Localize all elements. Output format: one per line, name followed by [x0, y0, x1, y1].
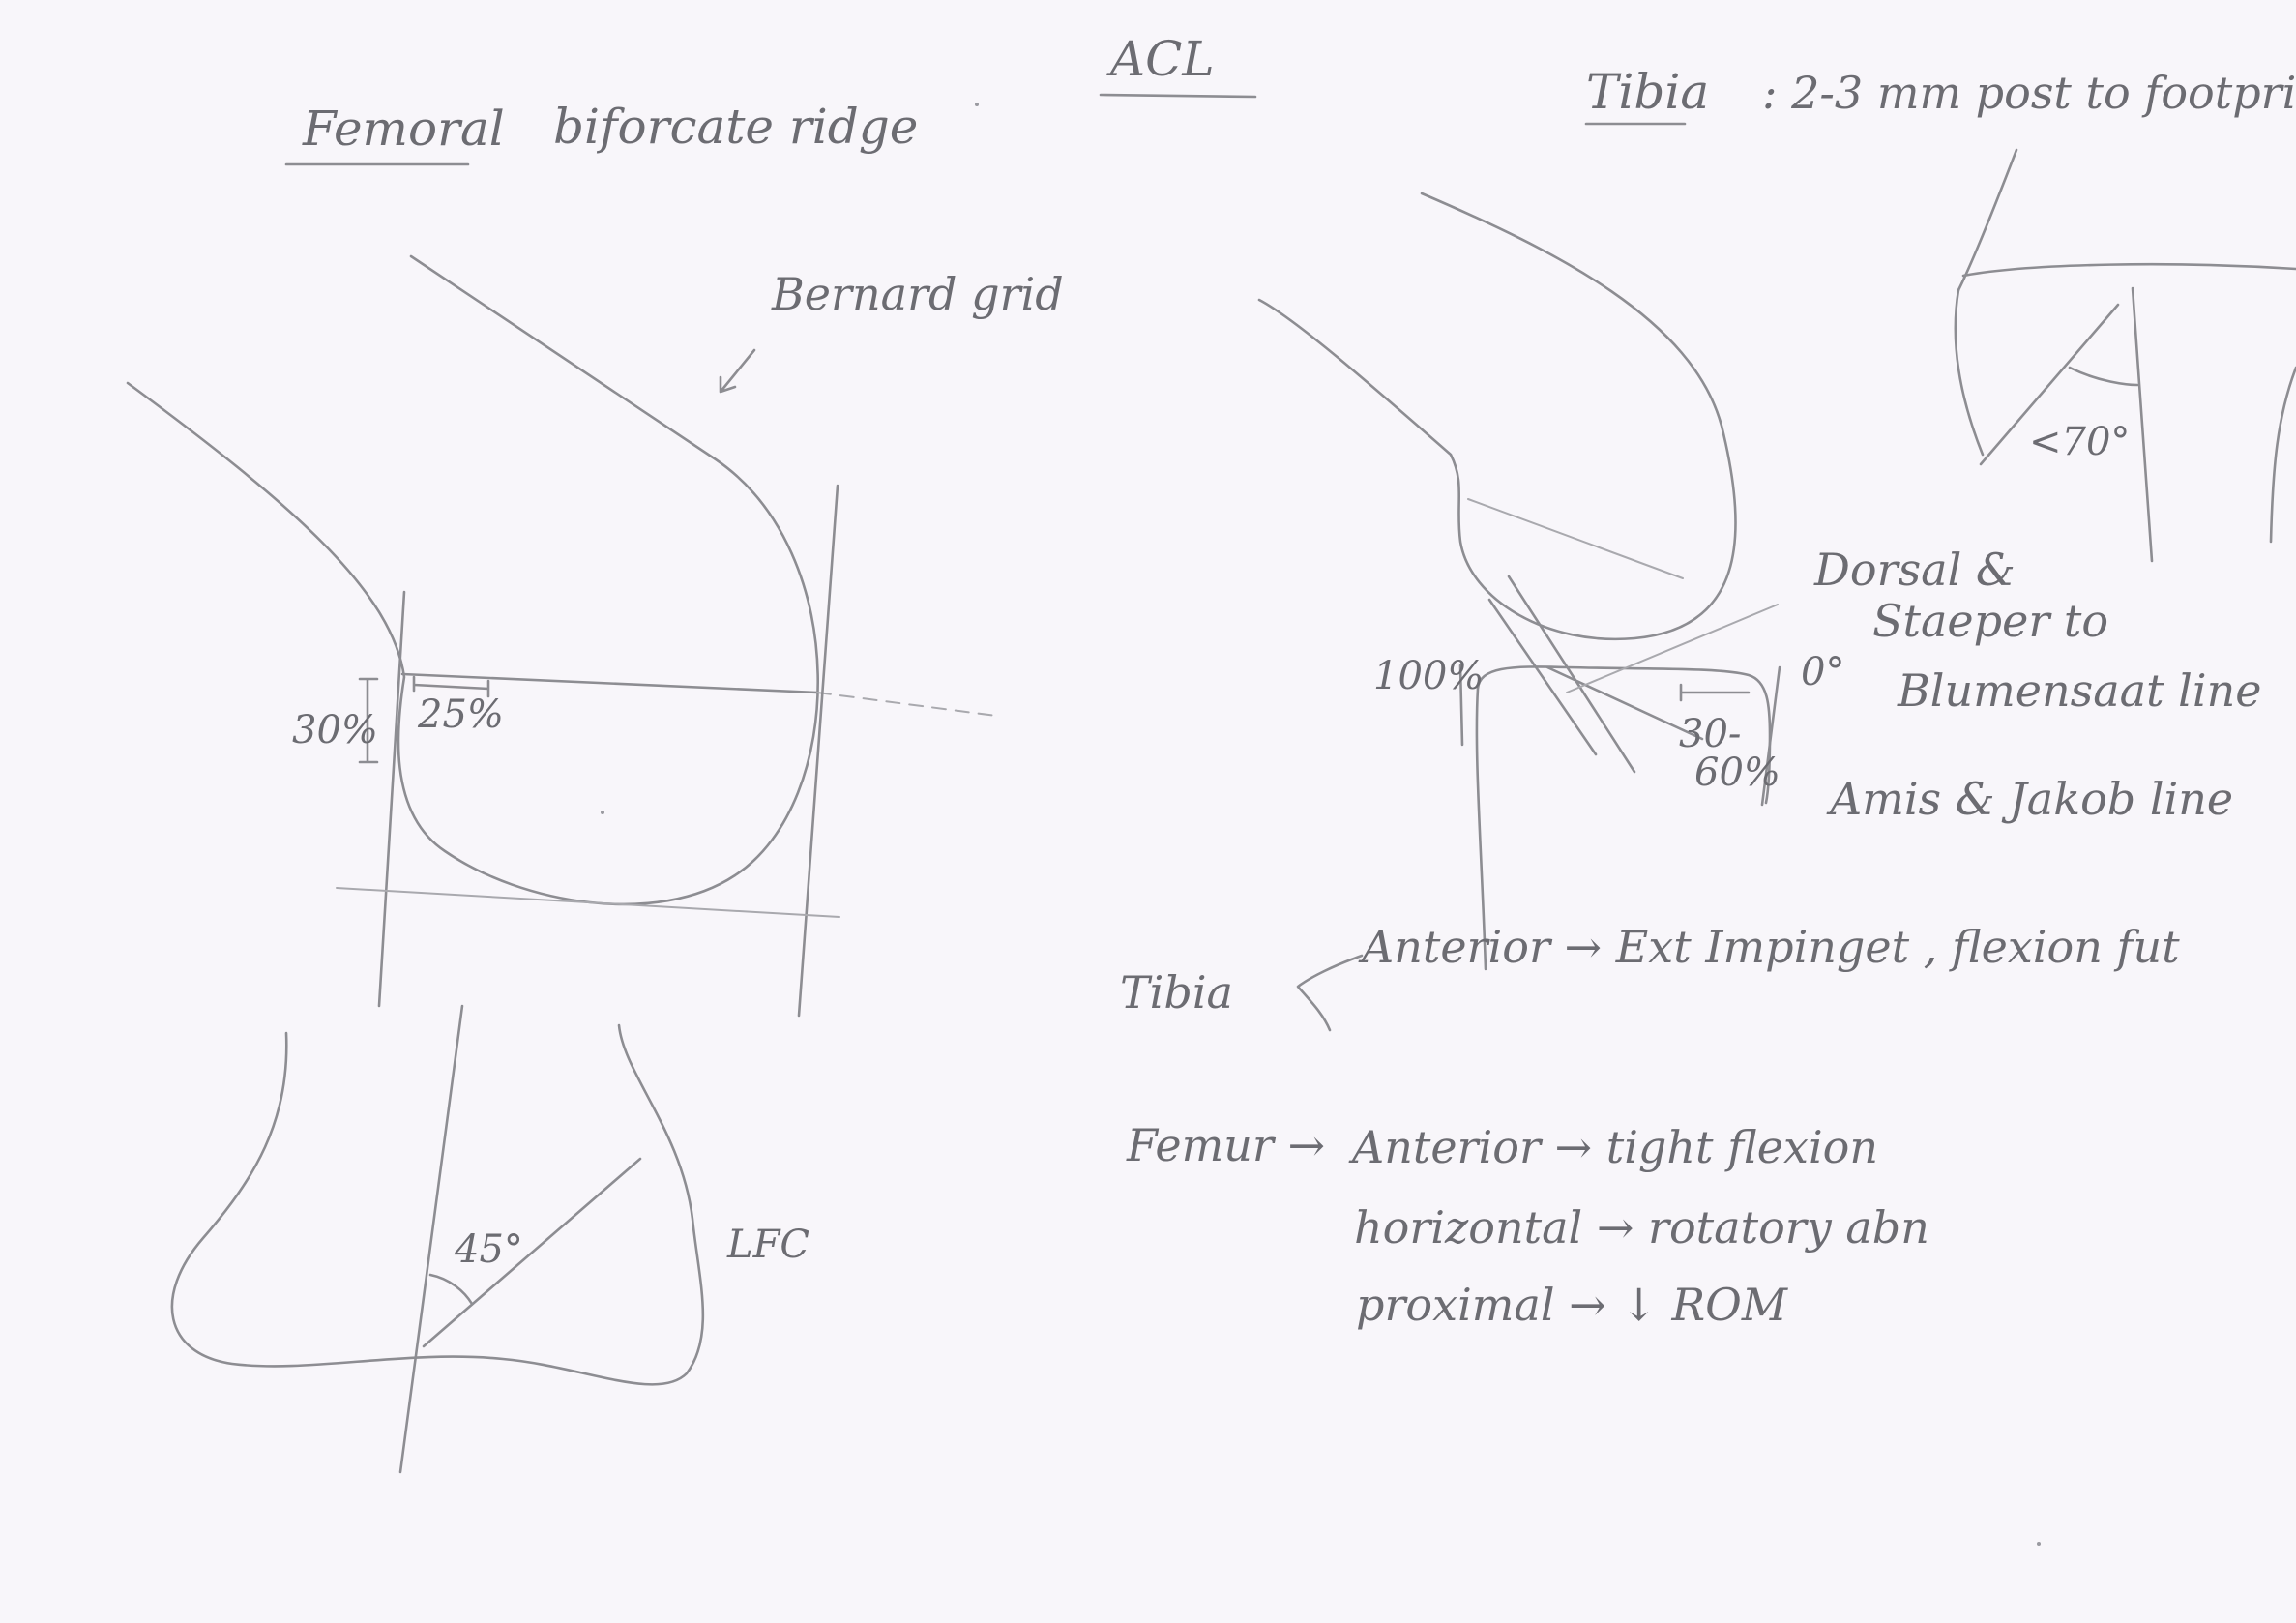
- pencil-speck: [975, 103, 979, 106]
- label-25pct: 25%: [417, 693, 504, 737]
- blumensaat-extension: [817, 693, 996, 716]
- distal-femur-drawing: 45° LFC: [172, 1006, 809, 1472]
- dorsal-text-3: Blumensaat line: [1897, 664, 2261, 717]
- label-100pct: 100%: [1373, 654, 1484, 698]
- label-30-60-b: 60%: [1694, 751, 1781, 795]
- title-underline: [1101, 95, 1255, 97]
- dorsal-text-2: Staeper to: [1872, 595, 2108, 647]
- label-45deg: 45°: [454, 1227, 523, 1272]
- femoral-condyle-drawing: 30% 25%: [128, 256, 996, 1016]
- pencil-speck: [601, 811, 604, 814]
- femur-item-1: Anterior → tight flexion: [1348, 1121, 1878, 1173]
- tibia-complication-label: Tibia: [1120, 966, 1233, 1018]
- dorsal-text-1: Dorsal &: [1813, 544, 2016, 596]
- tibial-note: : 2-3 mm post to footprint: [1762, 67, 2296, 119]
- blumensaat-line: [402, 674, 817, 693]
- marker-30-60pct: [1681, 685, 1749, 700]
- knee-lateral-drawing: 100% 0° 30- 60%: [1259, 193, 1844, 969]
- label-0deg: 0°: [1801, 650, 1844, 694]
- inset-vertical-line: [2133, 288, 2152, 561]
- roof-line: [1468, 499, 1683, 578]
- graft-line-anterior: [1489, 600, 1596, 754]
- femur-item-3: proximal → ↓ ROM: [1356, 1279, 1789, 1331]
- femoral-subheading: biforcate ridge: [553, 99, 918, 155]
- femur-axis-line: [400, 1006, 462, 1472]
- page-title: ACL: [1106, 31, 1215, 87]
- bernard-grid-label: Bernard grid: [771, 268, 1064, 320]
- inset-angle-arc: [2070, 368, 2137, 385]
- label-30pct: 30%: [292, 708, 378, 752]
- grid-line-bottom: [337, 888, 839, 917]
- femur-item-2: horizontal → rotatory abn: [1354, 1201, 1929, 1254]
- tibia-bracket: [1298, 956, 1362, 1030]
- label-lfc: LFC: [726, 1223, 809, 1267]
- inset-plateau-line: [1963, 264, 2296, 276]
- label-70deg: <70°: [2029, 420, 2130, 464]
- tibia-complication-item: Anterior → Ext Impinget , flexion fut: [1358, 921, 2180, 973]
- pencil-speck: [2037, 1542, 2041, 1546]
- grid-line-anterior: [799, 486, 838, 1016]
- angle-45-arc: [430, 1275, 472, 1304]
- bernard-grid-arrow: [721, 350, 754, 392]
- tibial-plateau-inset: <70°: [1956, 150, 2296, 561]
- inset-tibia-edge: [1956, 290, 1983, 455]
- distal-femur-outline: [172, 1025, 703, 1384]
- amis-jakob-label: Amis & Jakob line: [1826, 773, 2233, 825]
- tibial-heading: Tibia: [1586, 64, 1709, 120]
- femoral-condyle-outline: [128, 256, 818, 904]
- inset-right-edge: [2271, 368, 2296, 542]
- grid-line-posterior: [379, 592, 404, 1006]
- graft-line-posterior: [1509, 576, 1634, 772]
- dorsal-pointer-line: [1567, 605, 1778, 693]
- femur-complication-label: Femur →: [1126, 1119, 1325, 1171]
- femoral-heading: Femoral: [302, 101, 505, 157]
